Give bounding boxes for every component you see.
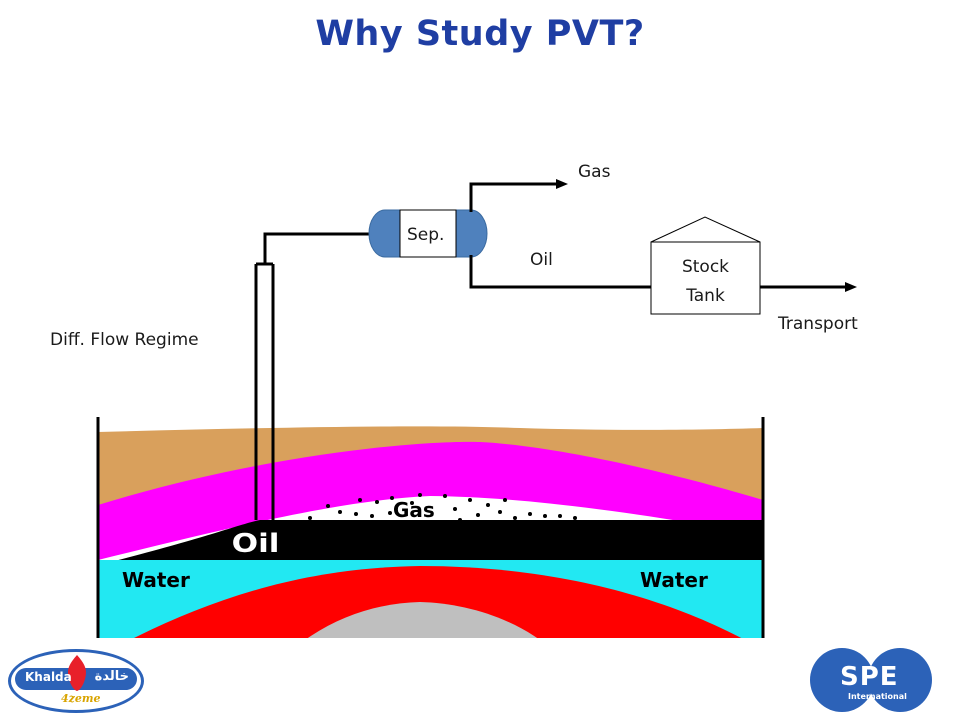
khalda-logo: Khalda خالدة 4zeme bbox=[8, 649, 144, 713]
khalda-logo-text: Khalda bbox=[25, 670, 72, 684]
globe-icon bbox=[868, 648, 932, 712]
flow-regime-label: Diff. Flow Regime bbox=[50, 330, 199, 350]
spe-international-logo: SPE International bbox=[810, 648, 934, 714]
khalda-logo-subtext: 4zeme bbox=[61, 692, 101, 705]
reservoir-gas-label: Gas bbox=[393, 498, 435, 522]
stock-tank bbox=[650, 216, 761, 315]
spe-logo-subtext: International bbox=[848, 692, 907, 701]
separator-vessel bbox=[368, 209, 488, 258]
stock-tank-label-line1: Stock bbox=[681, 257, 730, 277]
globe-icon bbox=[810, 648, 874, 712]
separator-label: Sep. bbox=[407, 225, 445, 245]
oil-line-label: Oil bbox=[530, 250, 553, 270]
transport-label: Transport bbox=[778, 314, 858, 334]
reservoir-water-right-label: Water bbox=[640, 568, 708, 592]
reservoir-oil-label: Oil bbox=[232, 528, 280, 559]
red-layer bbox=[134, 566, 742, 638]
gray-core bbox=[307, 602, 538, 638]
gas-arrowhead bbox=[556, 179, 568, 189]
gas-line-label: Gas bbox=[578, 162, 611, 182]
transport-arrowhead bbox=[845, 282, 857, 292]
slide-title: Why Study PVT? bbox=[315, 14, 645, 54]
gas-bubbles bbox=[308, 493, 577, 522]
oil-outlet-line bbox=[469, 255, 651, 289]
reservoir-cross-section bbox=[98, 417, 763, 638]
flowline-to-separator bbox=[263, 232, 370, 264]
khalda-logo-arabic-text: خالدة bbox=[94, 669, 129, 684]
spe-logo-text: SPE bbox=[840, 662, 899, 692]
reservoir-water-left-label: Water bbox=[122, 568, 190, 592]
stock-tank-label-line2: Tank bbox=[686, 286, 725, 306]
flame-icon bbox=[67, 655, 87, 691]
gas-outlet-line bbox=[469, 182, 560, 212]
